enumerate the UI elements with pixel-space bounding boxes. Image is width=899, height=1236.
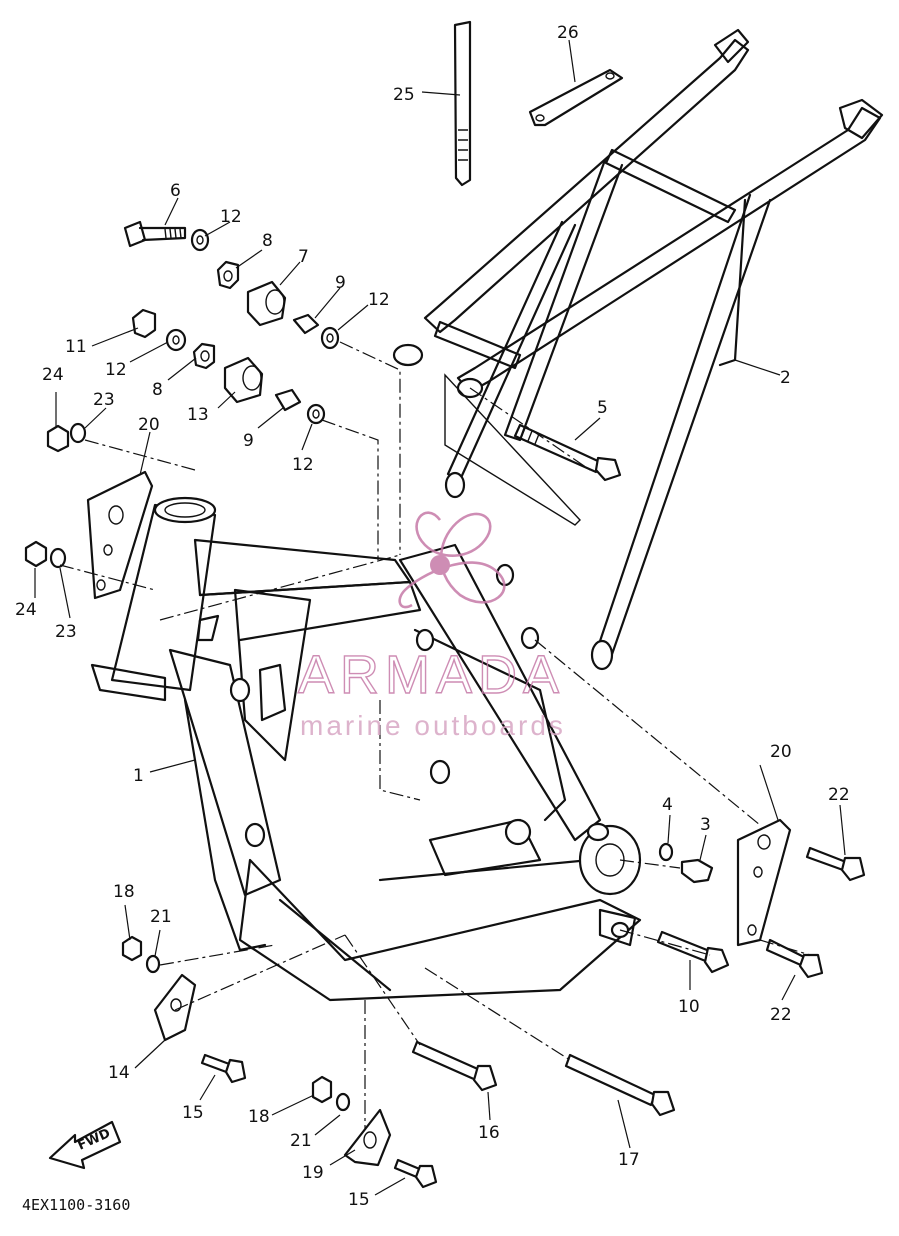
callout-26: 26 [557, 23, 579, 43]
callout-22-top: 22 [828, 785, 850, 805]
callout-24-bottom: 24 [15, 600, 37, 620]
callout-14: 14 [108, 1063, 130, 1083]
watermark-brand: ARMADA [298, 645, 565, 705]
engine-mount-bracket-lower-left [153, 973, 197, 1042]
callout-5: 5 [597, 398, 608, 418]
callout-21-bottom: 21 [290, 1131, 312, 1151]
callout-24-top: 24 [42, 365, 64, 385]
callout-4: 4 [662, 795, 673, 815]
watermark-logo: ARMADA marine outboards [297, 511, 566, 741]
callout-20-left: 20 [138, 415, 160, 435]
callout-19: 19 [302, 1163, 324, 1183]
callout-labels: 1 2 3 4 5 6 7 8 8 9 9 10 11 12 12 12 12 … [15, 23, 850, 1210]
leader-lines [34, 39, 846, 1196]
watermark-tagline: marine outboards [300, 710, 566, 741]
callout-18-left: 18 [113, 882, 135, 902]
callout-10: 10 [678, 997, 700, 1017]
callout-1: 1 [133, 766, 144, 786]
callout-12-lower: 12 [292, 455, 314, 475]
callout-16: 16 [478, 1123, 500, 1143]
drawing-code: 4EX1100-3160 [22, 1196, 130, 1214]
callout-12-top: 12 [220, 207, 242, 227]
hardware [24, 20, 866, 1189]
callout-18-bottom: 18 [248, 1107, 270, 1127]
callout-8-upper: 8 [262, 231, 273, 251]
engine-mount-plate-right [736, 818, 792, 947]
callout-23-top: 23 [93, 390, 115, 410]
callout-3: 3 [700, 815, 711, 835]
fwd-arrow-icon: FWD [48, 1120, 122, 1170]
callout-8-lower: 8 [152, 380, 163, 400]
callout-21-left: 21 [150, 907, 172, 927]
callout-12-left: 12 [105, 360, 127, 380]
callout-12-right: 12 [368, 290, 390, 310]
callout-13: 13 [187, 405, 209, 425]
callout-17: 17 [618, 1150, 640, 1170]
alignment-lines [59, 341, 811, 1130]
engine-mount-plate-left-upper [86, 470, 154, 600]
callout-9-lower: 9 [243, 431, 254, 451]
callout-7: 7 [298, 247, 309, 267]
callout-22-bottom: 22 [770, 1005, 792, 1025]
callout-9-upper: 9 [335, 273, 346, 293]
engine-mount-bracket-lower-center [343, 1108, 392, 1167]
rear-subframe [392, 28, 884, 671]
callout-25: 25 [393, 85, 415, 105]
callout-2: 2 [780, 368, 791, 388]
callout-15-bottom: 15 [348, 1190, 370, 1210]
callout-11: 11 [65, 337, 87, 357]
callout-23-bottom: 23 [55, 622, 77, 642]
callout-20-right: 20 [770, 742, 792, 762]
callout-6: 6 [170, 181, 181, 201]
callout-15-left: 15 [182, 1103, 204, 1123]
main-frame [90, 496, 642, 1002]
